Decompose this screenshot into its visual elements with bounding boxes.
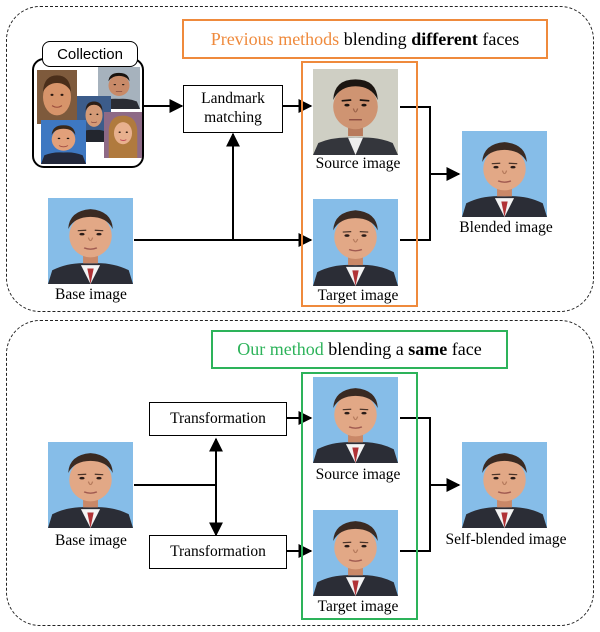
previous-methods-panel bbox=[6, 6, 594, 312]
source-image-label-top: Source image bbox=[315, 155, 401, 172]
previous-methods-title: Previous methods blending different face… bbox=[182, 19, 548, 59]
blended-image bbox=[462, 131, 547, 217]
target-image-bottom bbox=[313, 510, 398, 596]
collection-face-1 bbox=[37, 70, 77, 124]
our-method-panel bbox=[6, 320, 594, 626]
target-image-top bbox=[313, 199, 398, 286]
transformation-box-bottom: Transformation bbox=[149, 535, 287, 569]
our-method-title: Our method blending a same face bbox=[211, 330, 508, 369]
source-image-label-bottom: Source image bbox=[315, 466, 401, 483]
transformation-box-top: Transformation bbox=[149, 402, 287, 436]
collection-face-5 bbox=[104, 112, 142, 158]
source-image-top bbox=[313, 69, 398, 155]
base-image-label-bottom: Base image bbox=[55, 532, 127, 549]
our-highlight-frame bbox=[301, 372, 418, 620]
source-image-bottom bbox=[313, 377, 398, 463]
previous-highlight-frame bbox=[301, 61, 418, 307]
target-image-label-bottom: Target image bbox=[317, 598, 399, 615]
self-blended-image-label: Self-blended image bbox=[445, 531, 567, 548]
self-blended-image bbox=[462, 442, 547, 528]
title-accent-ours: Our method bbox=[237, 339, 324, 359]
blended-image-label: Blended image bbox=[459, 219, 553, 236]
collection-face-4 bbox=[41, 120, 86, 164]
target-image-label-top: Target image bbox=[317, 287, 399, 304]
title-accent: Previous methods bbox=[210, 28, 340, 49]
base-image-label-top: Base image bbox=[55, 286, 127, 303]
base-image-top bbox=[48, 198, 133, 284]
collection-label: Collection bbox=[42, 41, 138, 67]
base-image-bottom bbox=[48, 442, 133, 528]
